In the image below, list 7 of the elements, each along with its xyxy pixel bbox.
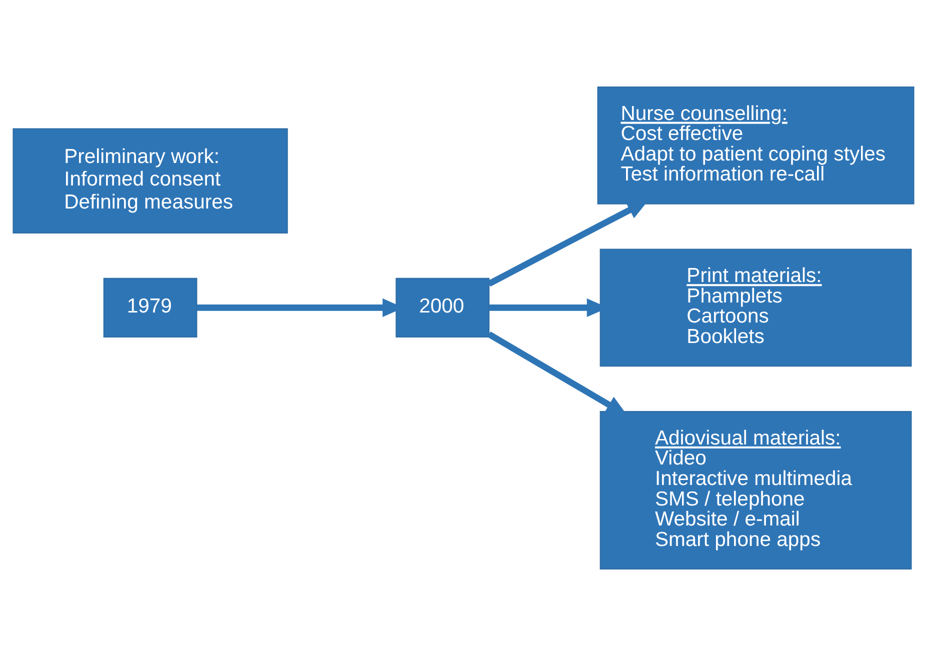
node-box: Nurse counselling: Cost effective Adapt to patient coping styles Test information re-call [597, 86, 914, 204]
node-box: Adiovisual materials: Video Interactive multimedia SMS / telephone Website / e-mail Smart phone apps [600, 410, 912, 570]
node-box: Preliminary work: Informed consent Defining measures [12, 128, 288, 234]
arrow [487, 331, 628, 416]
node-box: 1979 [103, 277, 198, 337]
node-box: Print materials: Phamplets Cartoons Booklets [600, 248, 912, 366]
node-box: 2000 [396, 277, 490, 337]
